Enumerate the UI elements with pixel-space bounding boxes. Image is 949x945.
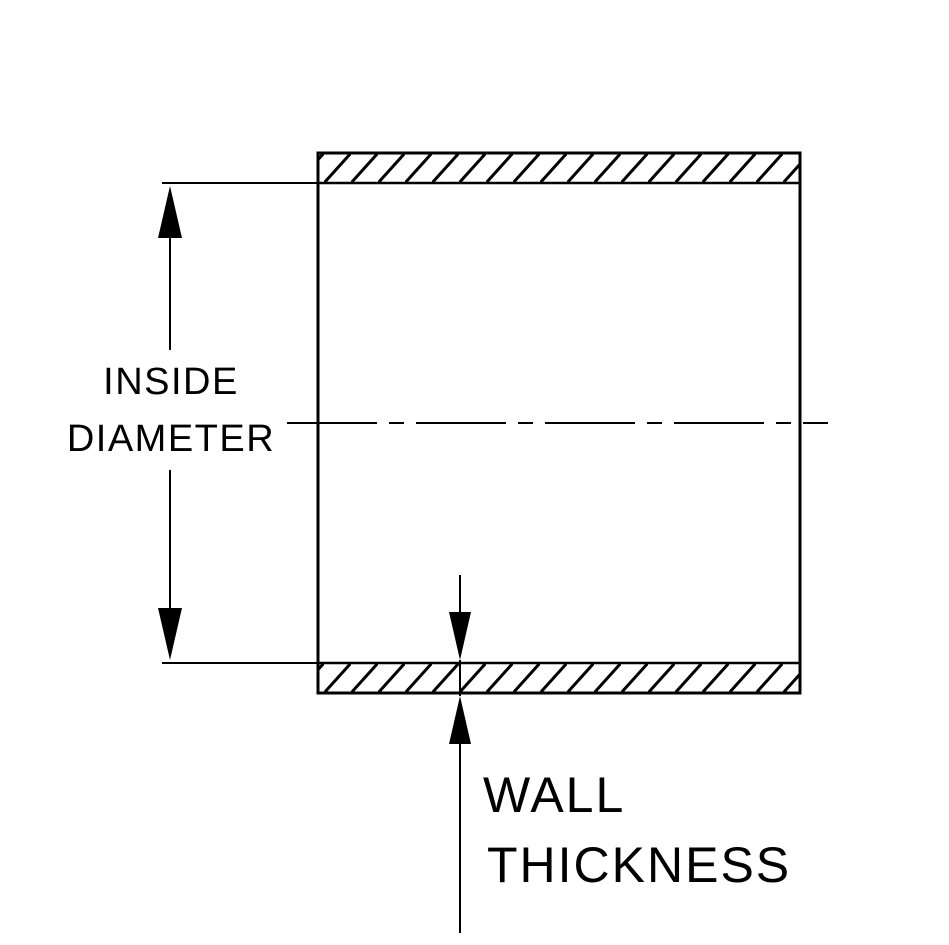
- inside-diameter-label-line2: DIAMETER: [67, 418, 275, 460]
- bottom-wall-hatch: [316, 661, 802, 695]
- wt-arrow-down-icon: [449, 612, 471, 660]
- wt-arrow-up-icon: [449, 696, 471, 744]
- wall-thickness-label-line1: WALL: [483, 767, 625, 823]
- top-wall-hatch: [316, 151, 802, 185]
- arrow-down-icon: [158, 608, 182, 660]
- arrow-up-icon: [158, 186, 182, 238]
- wall-thickness-label-line2: THICKNESS: [487, 837, 791, 893]
- inside-diameter-label-line1: INSIDE: [103, 361, 239, 403]
